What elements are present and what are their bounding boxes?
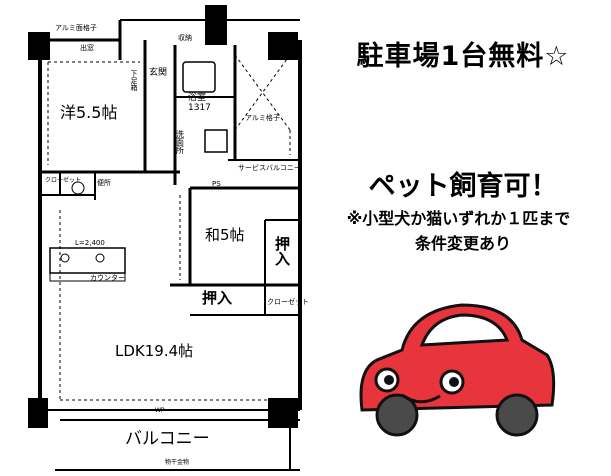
car-wheel-right <box>495 393 539 437</box>
dashed-lines <box>47 54 295 401</box>
car-wheel-left <box>375 393 419 437</box>
label-service-balcony: サービスバルコニー <box>238 163 301 172</box>
car-smile <box>401 393 441 404</box>
promo-condition-2: 条件変更あり <box>414 234 511 253</box>
label-ldk: LDK19.4帖 <box>115 342 193 360</box>
label-washroom: 洗面所 <box>176 129 185 155</box>
promo-condition-1: ※小型犬か猫いずれか１匹まで <box>346 209 571 228</box>
car-body <box>359 303 556 412</box>
label-storage-top: 収納 <box>178 33 192 42</box>
label-bath-size: 1317 <box>188 103 211 113</box>
label-balcony: バルコニー <box>125 429 210 449</box>
label-toilet: 便所 <box>97 178 111 187</box>
label-alum-right: アルミ格子 <box>245 113 280 122</box>
label-oshiire-vertical: 押入 <box>273 235 291 266</box>
label-closet-right: クローゼット <box>267 297 309 306</box>
label-jp-room: 和5帖 <box>205 226 245 244</box>
kitchen-counter <box>49 247 126 274</box>
label-ps-top: PS <box>212 180 221 188</box>
label-wp: WP <box>155 407 165 414</box>
label-balcony-bottom: 物干金物 <box>165 458 189 466</box>
label-closet-left: クローゼット <box>45 176 81 184</box>
label-entrance: 玄関 <box>149 66 167 78</box>
stove-burner <box>60 253 70 263</box>
label-kitchen-length: L=2,400 <box>75 239 105 247</box>
walls <box>38 19 302 471</box>
red-car-icon <box>359 303 556 437</box>
toilet-icon <box>71 181 85 195</box>
floor-plan: アルミ面格子 出窓 洋5.5帖 玄関 下足箱 浴室 1317 収納 MB 洗面所… <box>28 5 309 471</box>
label-oshiire-horizontal: 押入 <box>202 289 232 307</box>
label-bath: 浴室 <box>188 91 206 103</box>
pillars <box>28 5 298 428</box>
stove-burner <box>95 253 105 263</box>
promo-pet: ペット飼育可！ <box>368 171 558 202</box>
car-window <box>419 313 510 347</box>
label-shoebox: 下足箱 <box>130 70 138 92</box>
label-window-top: 出窓 <box>80 43 94 52</box>
washbasin <box>204 129 228 153</box>
label-top-alum: アルミ面格子 <box>55 23 97 32</box>
bathtub <box>182 61 216 93</box>
promo-parking: 駐車場1台無料☆ <box>356 41 570 72</box>
label-counter: カウンター <box>90 273 125 282</box>
label-mb: MB <box>207 33 219 42</box>
label-bedroom: 洋5.5帖 <box>60 103 117 122</box>
counter-top <box>49 272 126 282</box>
